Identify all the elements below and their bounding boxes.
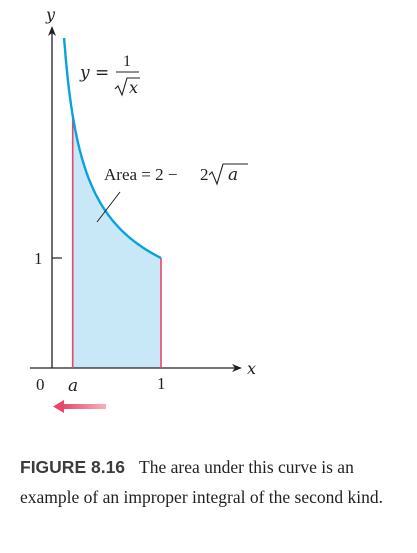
area-label-prefix: Area = 2 − (104, 165, 177, 184)
caption-text: The area under this curve is an example … (20, 457, 384, 507)
x-axis-arrowhead (232, 364, 242, 372)
y-axis-label: y (45, 5, 56, 24)
figure-diagram: y x 0 a 1 1 y = 1 x Area = 2 − 2 a (30, 5, 256, 413)
curve-inverse-sqrt (62, 37, 162, 260)
x-axis-label: x (247, 359, 256, 378)
shaded-area-region (72, 115, 161, 368)
caption-label: FIGURE 8.16 (20, 457, 126, 477)
equation-numerator: 1 (123, 53, 131, 70)
area-label-radicand: a (228, 165, 238, 185)
limit-arrow-shaft (62, 404, 106, 409)
tick-x1-label: 1 (157, 374, 166, 393)
tick-y1-label: 1 (34, 249, 43, 268)
area-label-coef: 2 (200, 165, 209, 184)
equation-radicand: x (129, 78, 138, 97)
equation-lhs: y = (79, 63, 109, 83)
tick-a-label: a (68, 376, 78, 396)
y-axis-arrowhead (48, 26, 56, 36)
origin-label: 0 (36, 375, 45, 394)
sqrt-sign-x (114, 77, 140, 97)
area-leader-line (96, 191, 121, 223)
sqrt-sign-a (208, 163, 248, 186)
limit-arrow-head (53, 400, 64, 413)
